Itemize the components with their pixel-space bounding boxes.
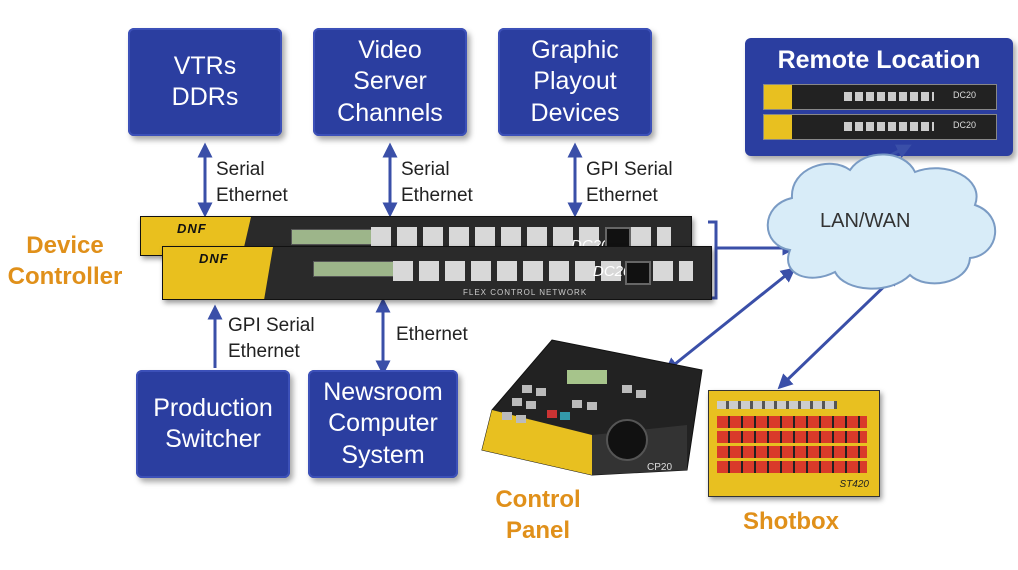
newsroom-computer-box: Newsroom Computer System: [308, 370, 458, 478]
rack-subtitle: FLEX CONTROL NETWORK: [463, 288, 588, 297]
arrow-cloud-shotbox: [777, 270, 901, 390]
remote-rack-1: DC20: [763, 84, 997, 110]
control-panel-label: Control Panel: [495, 486, 581, 545]
remote-location-title: Remote Location: [777, 46, 981, 74]
lan-wan-label: LAN/WAN: [820, 210, 911, 232]
device-controller-rack-1: DNF DC20: [140, 216, 692, 256]
newsroom-link-label: Ethernet: [396, 324, 468, 345]
rack-model-label-2: DC20: [593, 263, 632, 280]
device-controller-label: Device Controller: [7, 232, 123, 291]
vtrs-ddrs-box: VTRs DDRs: [128, 28, 282, 136]
shotbox-device: ST420: [708, 390, 880, 497]
shotbox-model: ST420: [839, 479, 869, 490]
remote-location-box: Remote Location DC20 DC20: [745, 38, 1013, 156]
video-server-link-label: Serial Ethernet: [401, 159, 473, 206]
video-server-box: Video Server Channels: [313, 28, 467, 136]
lan-wan-cloud: [766, 153, 997, 290]
vtrs-link-label: Serial Ethernet: [216, 159, 288, 206]
shotbox-label: Shotbox: [743, 508, 839, 535]
graphic-link-label: GPI Serial Ethernet: [586, 159, 673, 206]
production-switcher-box: Production Switcher: [136, 370, 290, 478]
control-panel-model: CP20: [647, 462, 672, 473]
arrow-cloud-panel: [664, 267, 796, 373]
control-panel-device: CP20: [481, 339, 703, 476]
device-controller-rack-2: DNF DC20 FLEX CONTROL NETWORK: [162, 246, 712, 300]
remote-rack-2: DC20: [763, 114, 997, 140]
graphic-playout-box: Graphic Playout Devices: [498, 28, 652, 136]
production-link-label: GPI Serial Ethernet: [228, 315, 315, 362]
